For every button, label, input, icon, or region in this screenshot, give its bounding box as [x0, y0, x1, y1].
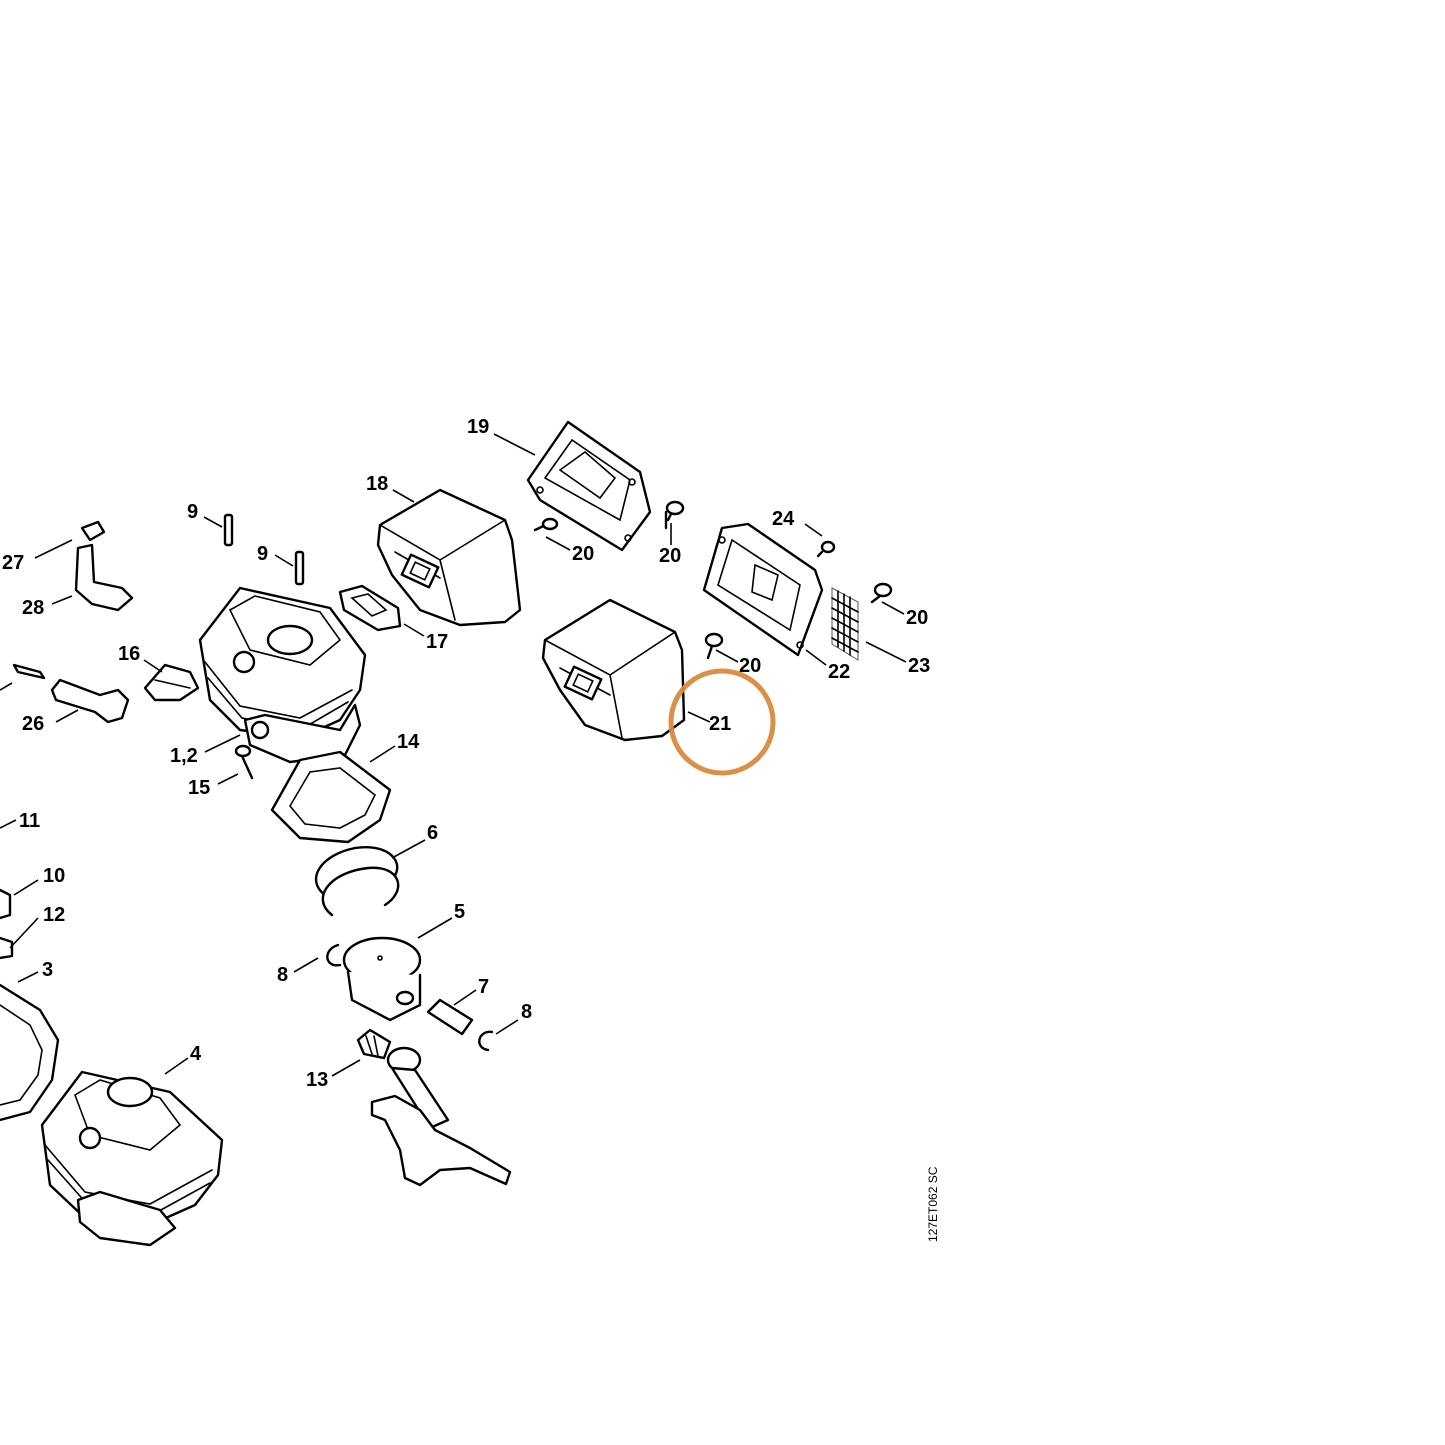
part-4-cylinder[interactable] — [40, 1070, 224, 1247]
part-21-muffler-body[interactable] — [541, 598, 686, 742]
part-6-piston-rings[interactable] — [314, 845, 400, 917]
part-22-cover[interactable] — [702, 522, 824, 657]
part-9-stud-b[interactable] — [294, 550, 305, 586]
part-9-stud-a[interactable] — [223, 513, 234, 547]
callout-16[interactable]: 16 — [118, 643, 140, 665]
callout-27[interactable]: 27 — [2, 552, 24, 574]
part-13-needle-cage[interactable] — [356, 1028, 392, 1060]
callout-21[interactable]: 21 — [709, 713, 731, 735]
part-7-piston-pin[interactable] — [426, 998, 474, 1036]
callout-26[interactable]: 26 — [22, 713, 44, 735]
callout-8-a[interactable]: 8 — [277, 964, 288, 986]
part-17-gasket[interactable] — [338, 584, 402, 632]
part-19-muffler-shell[interactable] — [526, 420, 652, 552]
callout-10[interactable]: 10 — [43, 865, 65, 887]
callout-6[interactable]: 6 — [427, 822, 438, 844]
callout-8-b[interactable]: 8 — [521, 1001, 532, 1023]
part-8-circlip-a[interactable] — [326, 943, 342, 967]
part-10-12-small-parts[interactable] — [0, 888, 14, 960]
callout-3[interactable]: 3 — [42, 959, 53, 981]
part-5-piston[interactable] — [342, 936, 422, 1022]
drawing-code: 127ET062 SC — [926, 1166, 940, 1242]
callout-9-a[interactable]: 9 — [187, 501, 198, 523]
callout-18[interactable]: 18 — [366, 473, 388, 495]
part-3-housing[interactable] — [0, 983, 60, 1122]
callout-20-b[interactable]: 20 — [659, 545, 681, 567]
callout-13[interactable]: 13 — [306, 1069, 328, 1091]
callout-19[interactable]: 19 — [467, 416, 489, 438]
callout-23[interactable]: 23 — [908, 655, 930, 677]
callout-14[interactable]: 14 — [397, 731, 420, 753]
screw-20-b[interactable] — [664, 500, 685, 530]
screw-20-a[interactable] — [533, 517, 559, 532]
part-18-muffler-body[interactable] — [376, 488, 522, 627]
callout-20-c[interactable]: 20 — [906, 607, 928, 629]
callout-15[interactable]: 15 — [188, 777, 210, 799]
callout-1-2[interactable]: 1,2 — [170, 745, 198, 767]
callout-24[interactable]: 24 — [772, 508, 795, 530]
crankshaft-assembly[interactable] — [370, 1046, 512, 1187]
part-23-screen[interactable] — [831, 587, 859, 661]
callout-17[interactable]: 17 — [426, 631, 448, 653]
callout-labels: 19 18 20 20 24 20 20 22 23 21 17 9 9 16 … — [2, 416, 930, 1091]
part-1-2-cylinder[interactable] — [198, 586, 367, 764]
leader-lines — [0, 433, 907, 1077]
callout-22[interactable]: 22 — [828, 661, 850, 683]
part-15-screw[interactable] — [234, 744, 254, 780]
part-28-fitting[interactable] — [74, 543, 134, 612]
callout-28[interactable]: 28 — [22, 597, 44, 619]
screw-24[interactable] — [816, 540, 836, 558]
callout-12[interactable]: 12 — [43, 904, 65, 926]
screw-20-d[interactable] — [870, 582, 893, 604]
callout-20-d[interactable]: 20 — [739, 655, 761, 677]
part-14-base-gasket[interactable] — [270, 750, 392, 844]
part-16-spark-plug[interactable] — [143, 663, 200, 702]
callout-9-b[interactable]: 9 — [257, 543, 268, 565]
part-8-circlip-b[interactable] — [478, 1030, 494, 1052]
part-27-clip[interactable] — [80, 520, 106, 542]
callout-21-highlight-ring — [668, 668, 776, 776]
small-clip-part[interactable] — [12, 663, 46, 680]
callout-7[interactable]: 7 — [478, 976, 489, 998]
part-26-plug-boot[interactable] — [50, 678, 130, 724]
screw-20-c[interactable] — [704, 632, 724, 660]
callout-11[interactable]: 11 — [19, 810, 40, 832]
callout-4[interactable]: 4 — [190, 1043, 202, 1065]
callout-20-a[interactable]: 20 — [572, 543, 594, 565]
callout-5[interactable]: 5 — [454, 901, 465, 923]
